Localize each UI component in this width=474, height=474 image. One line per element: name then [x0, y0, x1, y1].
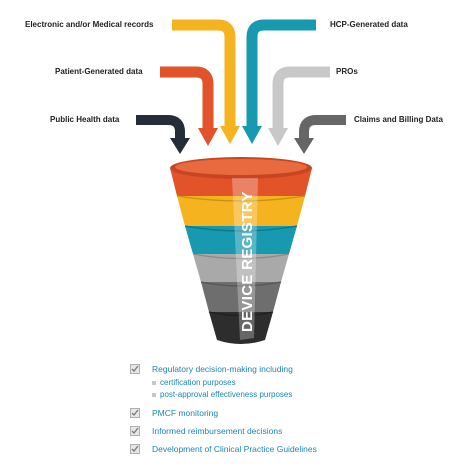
arrow-patient-generated: [160, 66, 214, 130]
label-public-health: Public Health data: [50, 115, 120, 124]
arrow-public-health-head: [170, 138, 190, 154]
label-hcp-generated: HCP-Generated data: [330, 20, 408, 29]
outcome-sub-certification: certification purposes: [152, 378, 236, 388]
funnel-rim-inner: [175, 159, 307, 175]
arrow-patient-generated-head: [198, 128, 218, 146]
outcome-regulatory-label: Regulatory decision-making including: [152, 364, 293, 374]
funnel-highlight: [232, 178, 258, 340]
label-claims-billing: Claims and Billing Data: [354, 115, 443, 124]
funnel-band-lightgray: [193, 254, 289, 282]
outcome-sub-certification-label: certification purposes: [160, 378, 236, 387]
bullet-square-icon: [152, 392, 156, 397]
funnel-band-black: [209, 312, 273, 344]
arrow-pros-head: [268, 128, 288, 146]
arrow-public-health: [136, 115, 185, 140]
funnel-band-darkgray: [201, 282, 281, 312]
arrow-electronic-records-head: [220, 126, 240, 144]
outcome-sub-post-approval-label: post-approval effectiveness purposes: [160, 390, 293, 399]
arrow-claims-billing: [299, 115, 346, 140]
funnel: DEVICE REGISTRY: [170, 157, 312, 344]
funnel-label: DEVICE REGISTRY: [239, 191, 256, 332]
arrow-hcp-generated: [246, 19, 316, 128]
checkbox-icon: [130, 444, 140, 454]
funnel-band-teal: [185, 226, 297, 254]
label-pros: PROs: [336, 67, 358, 76]
outcome-sub-post-approval: post-approval effectiveness purposes: [152, 390, 292, 400]
checkbox-icon: [130, 426, 140, 436]
outcome-guidelines-label: Development of Clinical Practice Guideli…: [152, 444, 317, 454]
arrow-pros: [272, 66, 330, 130]
arrow-electronic-records: [172, 19, 236, 128]
funnel-band-yellow: [177, 196, 305, 226]
checkbox-icon: [130, 408, 140, 418]
checkbox-icon: [130, 364, 140, 374]
outcome-reimbursement-label: Informed reimbursement decisions: [152, 426, 283, 436]
label-electronic-records: Electronic and/or Medical records: [25, 20, 154, 29]
input-arrows: [136, 19, 346, 154]
label-patient-generated: Patient-Generated data: [55, 67, 143, 76]
bullet-square-icon: [152, 380, 156, 385]
arrow-hcp-generated-head: [242, 126, 262, 144]
arrow-claims-billing-head: [294, 138, 314, 154]
outcome-pmcf-label: PMCF monitoring: [152, 408, 219, 418]
